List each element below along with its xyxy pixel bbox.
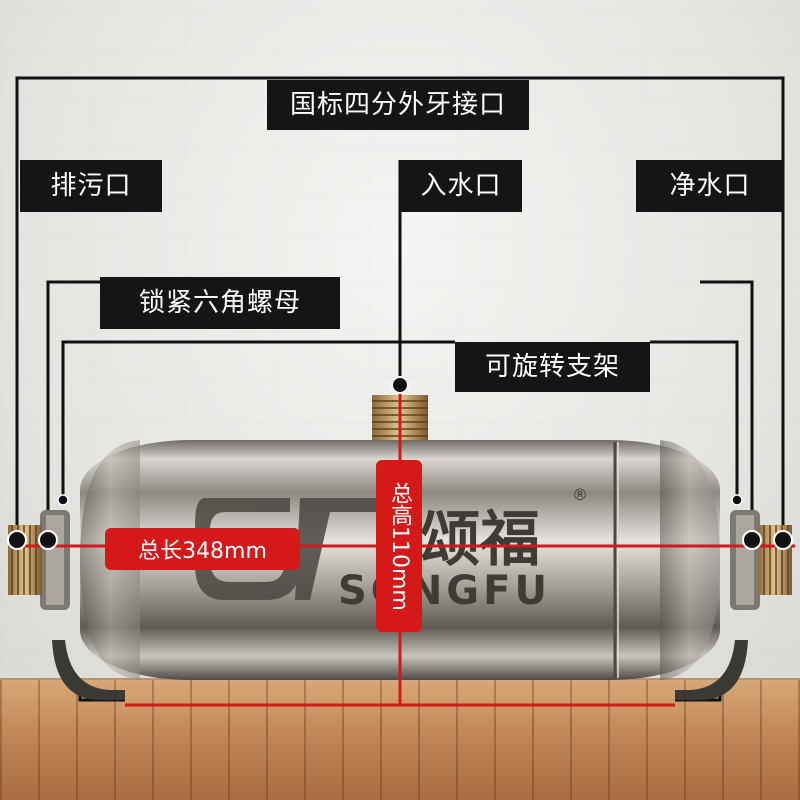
- bracket: [52, 640, 748, 700]
- height-dimension-label: 总高110mm: [376, 460, 422, 632]
- callout-dots: [7, 376, 793, 550]
- label-inlet-port: 入水口: [400, 160, 522, 212]
- label-drain-port: 排污口: [20, 160, 162, 212]
- brand-chinese-name: 颂福: [420, 505, 540, 575]
- label-hex-nut: 锁紧六角螺母: [100, 277, 340, 329]
- label-outlet-port: 净水口: [636, 160, 784, 212]
- brand-logo-mark: [195, 498, 390, 600]
- label-thread-interface: 国标四分外牙接口: [267, 80, 529, 130]
- registered-mark: ®: [572, 485, 588, 504]
- length-dimension-label: 总长348mm: [105, 528, 300, 570]
- label-rotating-bracket: 可旋转支架: [455, 342, 650, 392]
- brand-english-name: SONGFU: [338, 568, 551, 614]
- side-fittings: [8, 510, 792, 610]
